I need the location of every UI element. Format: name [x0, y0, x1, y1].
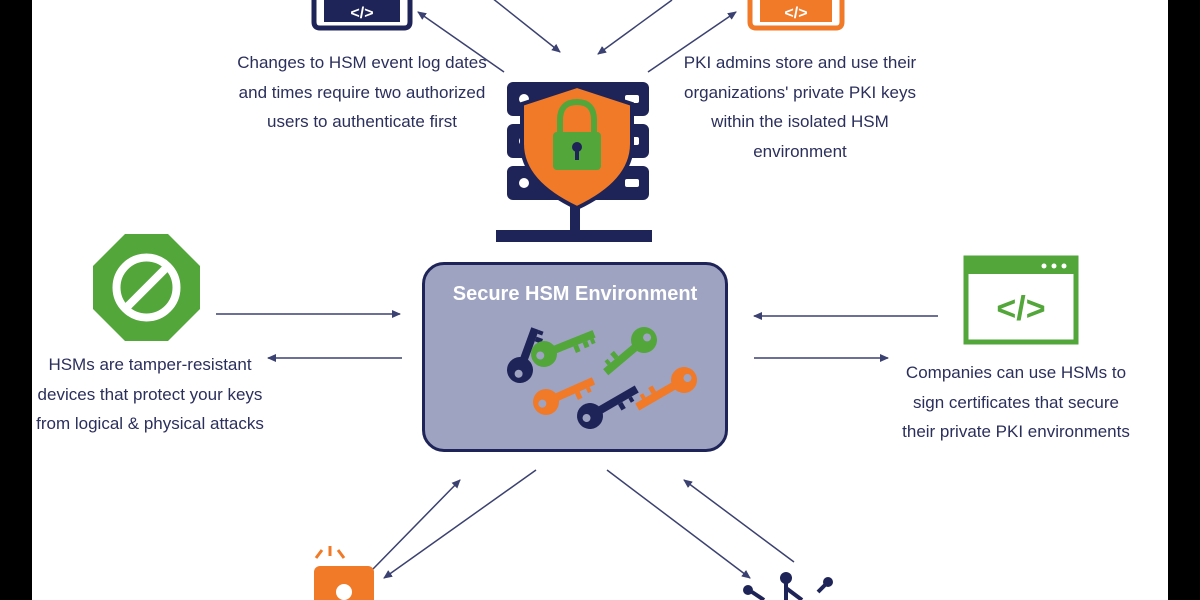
caption-top-right: PKI admins store and use their organizat… [683, 53, 917, 161]
connector-arrows [216, 0, 938, 579]
caption-top-left: Changes to HSM event log dates and times… [237, 53, 487, 131]
arrow-bottom-left-in [371, 479, 461, 571]
arrow-bottom-left-out [383, 469, 537, 579]
secure-hsm-environment-box: Secure HSM Environment [422, 262, 728, 452]
caption-left: HSMs are tamper-resistant devices that p… [36, 355, 264, 433]
diagram-canvas: </> </> [32, 0, 1168, 600]
arrow-top-left-out [417, 11, 505, 73]
arrow-top-right-out [647, 11, 737, 73]
arrow-top-left-in [493, 0, 561, 53]
arrow-bottom-right-out [606, 469, 751, 579]
keys-icon [507, 327, 697, 429]
caption-right: Companies can use HSMs to sign certifica… [902, 363, 1130, 441]
center-box-title: Secure HSM Environment [452, 283, 698, 305]
arrow-top-right-in [597, 0, 673, 55]
arrow-bottom-right-in [683, 479, 795, 563]
